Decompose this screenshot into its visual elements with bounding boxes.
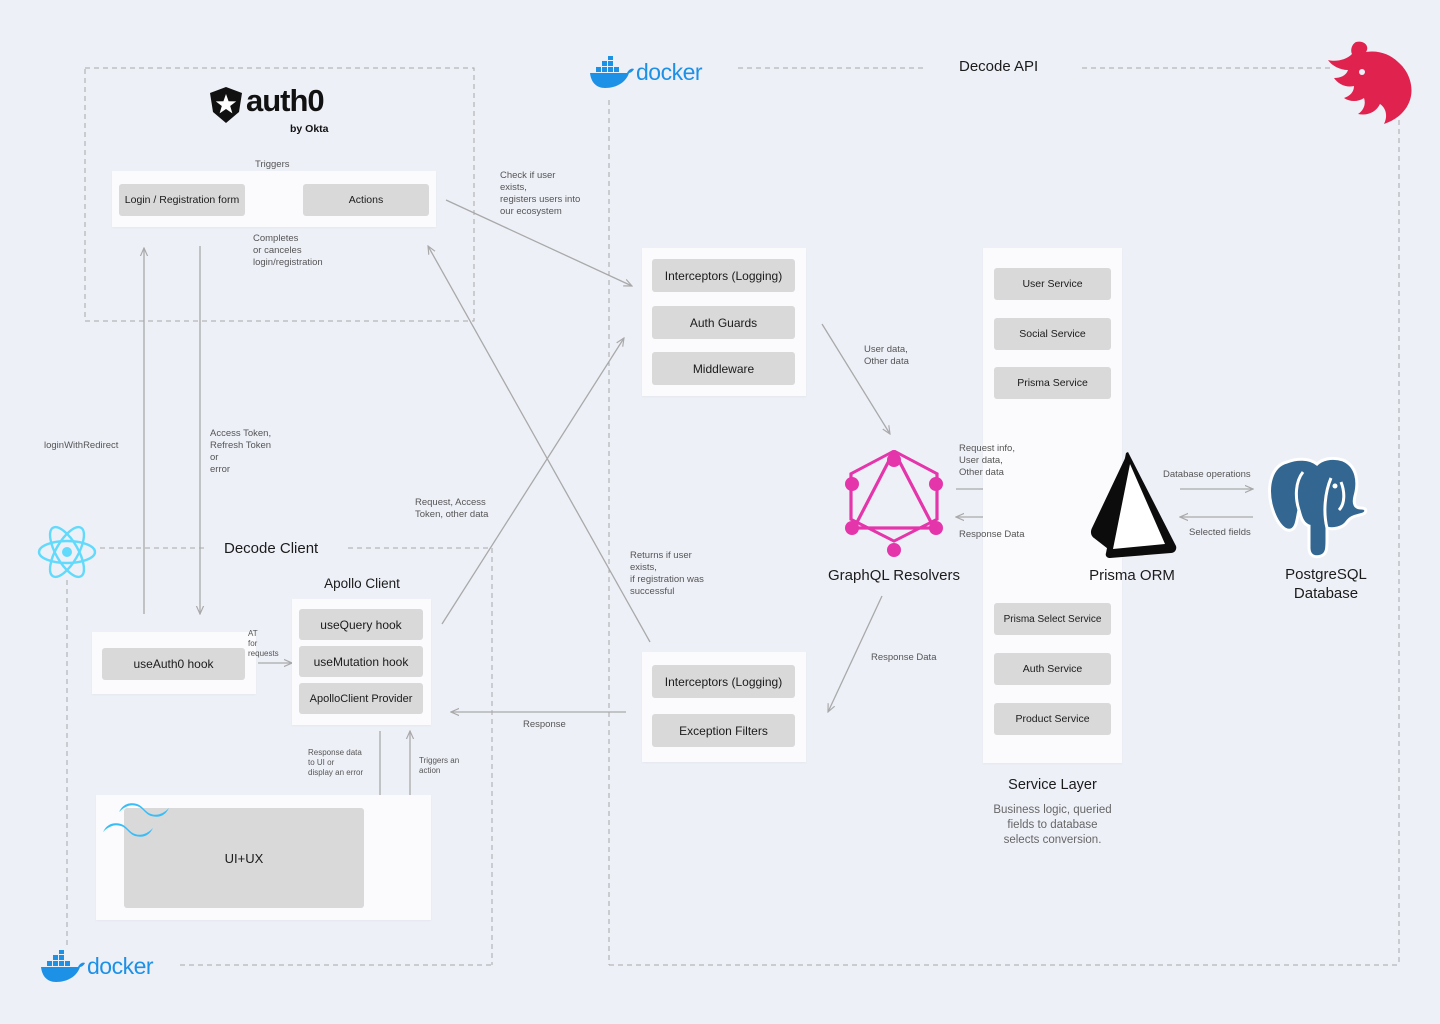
docker-wordmark-top: docker <box>636 59 703 85</box>
postgresql-database-label: PostgreSQL Database <box>1285 566 1367 602</box>
useauth0-hook[interactable]: useAuth0 hook <box>102 648 245 680</box>
label-access-token: Access Token, Refresh Token or error <box>210 428 272 475</box>
service-layer-description: Business logic, queried fields to databa… <box>993 804 1112 846</box>
prisma-icon <box>1090 452 1177 558</box>
label-login-redirect: loginWithRedirect <box>44 440 119 451</box>
docker-logo-bottom: docker <box>40 950 170 986</box>
label-returns-user: Returns if user exists, if registration … <box>630 550 704 597</box>
label-db-ops: Database operations <box>1163 469 1251 480</box>
docker-wordmark-bottom: docker <box>87 953 154 979</box>
interceptors-logging-bottom[interactable]: Interceptors (Logging) <box>652 665 795 698</box>
label-response-ui: Response data to UI or display an error <box>308 748 364 777</box>
product-service[interactable]: Product Service <box>994 703 1111 735</box>
docker-logo-top: docker <box>589 56 719 92</box>
label-request-access: Request, Access Token, other data <box>415 497 489 520</box>
middleware[interactable]: Middleware <box>652 352 795 385</box>
react-atom-icon <box>37 525 97 579</box>
decode-client-title: Decode Client <box>224 540 319 557</box>
label-triggers: Triggers <box>255 159 290 170</box>
label-response: Response <box>523 719 566 730</box>
usemutation-hook[interactable]: useMutation hook <box>299 646 423 677</box>
graphql-icon <box>845 450 943 557</box>
label-triggers-action: Triggers an action <box>419 756 460 775</box>
social-service[interactable]: Social Service <box>994 318 1111 350</box>
auth-service[interactable]: Auth Service <box>994 653 1111 685</box>
user-service[interactable]: User Service <box>994 268 1111 300</box>
label-request-info: Request info, User data, Other data <box>959 443 1015 478</box>
auth0-container <box>84 67 475 322</box>
apolloclient-provider[interactable]: ApolloClient Provider <box>299 683 423 714</box>
exception-filters[interactable]: Exception Filters <box>652 714 795 747</box>
ui-ux-box[interactable]: UI+UX <box>124 808 364 908</box>
prisma-service[interactable]: Prisma Service <box>994 367 1111 399</box>
nestjs-cat-icon <box>1328 41 1412 124</box>
graphql-resolvers-label: GraphQL Resolvers <box>828 567 960 584</box>
docker-whale-icon <box>590 56 634 88</box>
decode-api-title: Decode API <box>959 58 1039 75</box>
usequery-hook[interactable]: useQuery hook <box>299 609 423 640</box>
label-response-data-gql: Response Data <box>959 529 1025 540</box>
auth0-shield-icon <box>210 87 242 123</box>
tailwind-icon <box>103 803 169 837</box>
login-registration-form[interactable]: Login / Registration form <box>119 184 245 216</box>
docker-whale-icon <box>41 950 85 982</box>
postgresql-elephant-icon <box>1268 456 1368 559</box>
label-response-data-down: Response Data <box>871 652 937 663</box>
label-user-data: User data, Other data <box>864 344 909 367</box>
label-at-requests: AT for requests <box>248 629 279 658</box>
prisma-orm-label: Prisma ORM <box>1089 567 1175 584</box>
service-layer-title: Service Layer <box>1008 777 1097 793</box>
interceptors-logging-top[interactable]: Interceptors (Logging) <box>652 259 795 292</box>
auth0-logo: auth0 by Okta <box>208 83 338 136</box>
prisma-select-service[interactable]: Prisma Select Service <box>994 603 1111 635</box>
apollo-client-title: Apollo Client <box>324 576 400 591</box>
label-selected-fields: Selected fields <box>1189 527 1251 538</box>
label-completes: Completes or canceles login/registration <box>253 233 323 268</box>
auth0-wordmark: auth0 <box>246 83 325 118</box>
label-check-user: Check if user exists, registers users in… <box>500 170 581 217</box>
auth0-actions[interactable]: Actions <box>303 184 429 216</box>
auth0-by-okta: by Okta <box>290 123 329 135</box>
auth-guards[interactable]: Auth Guards <box>652 306 795 339</box>
